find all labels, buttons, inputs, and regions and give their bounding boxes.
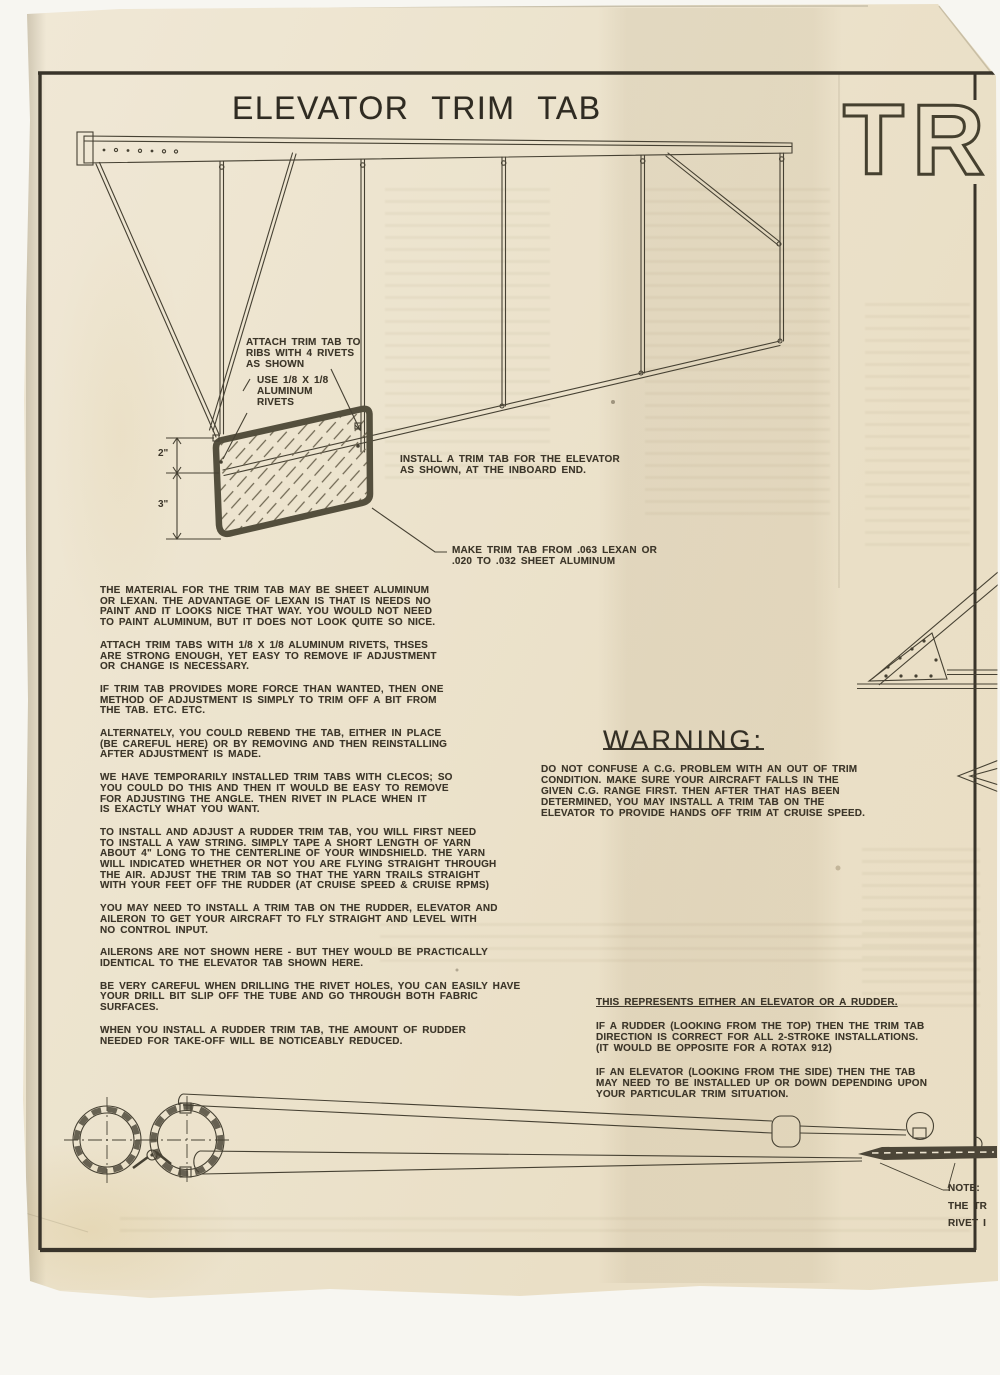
callout-attach-trim-tab: ATTACH TRIM TAB TO RIBS WITH 4 RIVETS AS… <box>246 337 361 370</box>
paragraph: ATTACH TRIM TABS WITH 1/8 X 1/8 ALUMINUM… <box>100 639 437 673</box>
paragraph: BE VERY CAREFUL WHEN DRILLING THE RIVET … <box>100 980 521 1014</box>
bottom-right-note: NOTE: THE TR RIVET I <box>948 1183 988 1229</box>
warning-text: DO NOT CONFUSE A C.G. PROBLEM WITH AN OU… <box>541 764 866 819</box>
rudder-elevator-note: THIS REPRESENTS EITHER AN ELEVATOR OR A … <box>596 997 946 1100</box>
rudder-note-paragraph: IF AN ELEVATOR (LOOKING FROM THE SIDE) T… <box>596 1067 928 1100</box>
profile-drawing <box>64 1093 983 1191</box>
paragraph: THE MATERIAL FOR THE TRIM TAB MAY BE SHE… <box>100 585 436 629</box>
warning-section: WARNING: DO NOT CONFUSE A C.G. PROBLEM W… <box>541 724 877 830</box>
warning-heading: WARNING: <box>603 725 764 755</box>
paragraph: WE HAVE TEMPORARILY INSTALLED TRIM TABS … <box>100 772 453 816</box>
callout-use-rivets: USE 1/8 X 1/8 ALUMINUM RIVETS <box>257 375 329 408</box>
paragraph: TO INSTALL AND ADJUST A RUDDER TRIM TAB,… <box>100 826 497 892</box>
instruction-paragraphs: THE MATERIAL FOR THE TRIM TAB MAY BE SHE… <box>100 585 530 1047</box>
paragraph: YOU MAY NEED TO INSTALL A TRIM TAB ON TH… <box>100 903 498 936</box>
dimension-label-top: 2" <box>158 448 169 459</box>
paragraph: WHEN YOU INSTALL A RUDDER TRIM TAB, THE … <box>100 1024 466 1047</box>
paragraph: ALTERNATELY, YOU COULD REBEND THE TAB, E… <box>100 728 448 761</box>
dimension-label-bottom: 3" <box>158 499 169 510</box>
corner-logo-text: TRI <box>843 84 1000 196</box>
rudder-note-paragraph: IF A RUDDER (LOOKING FROM THE TOP) THEN … <box>596 1021 925 1054</box>
callout-make-trim-tab: MAKE TRIM TAB FROM .063 LEXAN OR .020 TO… <box>452 545 657 567</box>
rudder-note-heading: THIS REPRESENTS EITHER AN ELEVATOR OR A … <box>596 997 898 1008</box>
gusset-partial-drawing <box>857 571 998 793</box>
callout-install-trim-tab: INSTALL A TRIM TAB FOR THE ELEVATOR AS S… <box>400 454 620 476</box>
paragraph: AILERONS ARE NOT SHOWN HERE - BUT THEY W… <box>100 947 488 969</box>
paragraph: IF TRIM TAB PROVIDES MORE FORCE THAN WAN… <box>100 683 444 717</box>
trim-tab-panel <box>212 405 374 538</box>
page-title: ELEVATOR TRIM TAB <box>232 90 602 126</box>
profile-trim-tab-bar <box>858 1146 997 1160</box>
